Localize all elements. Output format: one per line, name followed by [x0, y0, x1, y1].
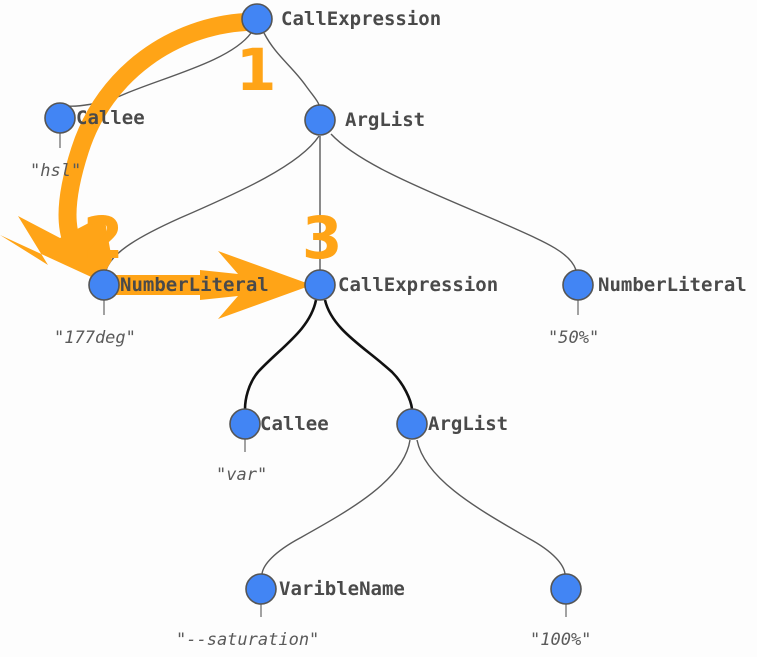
- edge-group-strong: [243, 299, 414, 410]
- node-variblename[interactable]: [245, 573, 277, 605]
- node-circle-group: [44, 3, 594, 605]
- node-label-arglist-2: ArgList: [428, 413, 509, 435]
- edge-root-callee: [65, 32, 252, 107]
- edge-group: [65, 32, 577, 575]
- node-callexpression-inner[interactable]: [304, 269, 336, 301]
- node-label-numberliteral-50pct: NumberLiteral: [598, 274, 747, 296]
- step-number-1: 1: [236, 36, 277, 104]
- edge-callexpression2-callee2: [243, 299, 318, 410]
- straight-arrow-numberliteral-to-callexpression-head: [200, 251, 312, 319]
- node-value-var: "var": [216, 465, 268, 485]
- node-label-callexpression-root: CallExpression: [281, 8, 442, 30]
- edge-callexpression2-arglist2: [323, 299, 414, 410]
- node-numberliteral-50pct[interactable]: [562, 269, 594, 301]
- edge-arglist-numberliteral1: [105, 135, 320, 271]
- edge-root-arglist: [263, 32, 320, 106]
- node-arglist-2[interactable]: [396, 408, 428, 440]
- edge-arglist-numberliteral2: [330, 133, 577, 271]
- node-label-variblename: VaribleName: [279, 578, 405, 600]
- node-arglist-1[interactable]: [304, 104, 336, 136]
- node-callee-2[interactable]: [229, 408, 261, 440]
- step-number-2: 2: [83, 204, 124, 272]
- node-label-arglist-1: ArgList: [345, 109, 426, 131]
- node-label-callee-1: Callee: [76, 107, 145, 129]
- node-value-177deg: "177deg": [54, 328, 136, 348]
- arrowhead-at-numberliteral: [0, 215, 112, 281]
- step-number-3: 3: [302, 204, 343, 272]
- node-callexpression-root[interactable]: [241, 3, 273, 35]
- node-callee-1[interactable]: [44, 102, 76, 134]
- node-value-100pct: "100%": [530, 630, 592, 650]
- node-label-callee-2: Callee: [260, 413, 329, 435]
- annotation-step3: [105, 251, 312, 319]
- node-numberliteral-177deg[interactable]: [88, 269, 120, 301]
- node-value-50pct: "50%": [548, 328, 600, 348]
- node-value-hsl: "hsl": [30, 161, 82, 181]
- edge-arglist2-variblename: [261, 439, 411, 575]
- value-stub-group: [59, 133, 579, 617]
- node-label-callexpression-inner: CallExpression: [338, 274, 499, 296]
- annotation-step2: [0, 215, 112, 281]
- edge-arglist2-stringliteral: [416, 439, 566, 575]
- node-value-saturation: "--saturation": [176, 630, 320, 650]
- node-stringliteral-100pct[interactable]: [550, 573, 582, 605]
- node-label-numberliteral-177deg: NumberLiteral: [120, 274, 269, 296]
